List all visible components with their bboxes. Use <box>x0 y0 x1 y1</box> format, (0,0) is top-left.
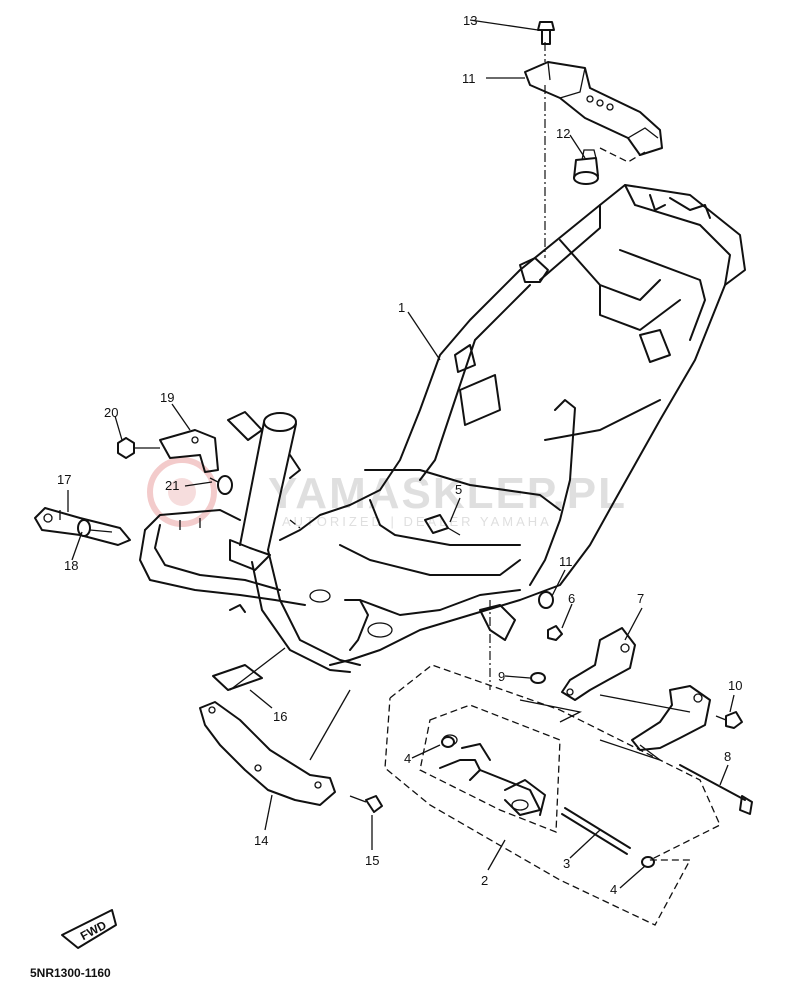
callout-4-upper: 4 <box>404 751 411 766</box>
callout-19: 18 <box>64 558 78 573</box>
callout-7: 7 <box>637 591 644 606</box>
callout-20: 19 <box>160 390 174 405</box>
callout-13: 12 <box>556 126 570 141</box>
nut-6-icon <box>547 625 563 641</box>
bolt-14-icon <box>537 21 555 45</box>
callout-15: 14 <box>254 833 268 848</box>
washer-9-icon <box>530 672 546 684</box>
bolt-5-icon <box>424 514 461 536</box>
washer-4-lower-icon <box>641 856 655 868</box>
main-frame-1 <box>279 184 746 666</box>
shaft-3-icon <box>561 807 631 855</box>
pad-17-icon <box>212 664 263 691</box>
watermark-title: YAMASKLEP.PL <box>268 469 627 518</box>
fwd-arrow-icon: FWD <box>61 909 117 949</box>
callout-3: 3 <box>563 856 570 871</box>
long-bolt-8-icon <box>679 764 753 815</box>
callout-21-upper: 20 <box>104 405 118 420</box>
callout-labels: 13 11 12 1 19 20 21 17 18 5 11 6 7 9 10 … <box>57 13 742 897</box>
bracket-20 <box>159 429 219 473</box>
guard-15 <box>199 701 336 806</box>
leader-lines <box>59 42 721 926</box>
callout-9: 9 <box>498 669 505 684</box>
callout-leaders <box>67 19 735 889</box>
bolt-19-icon <box>77 519 113 537</box>
callout-11: 11 <box>559 554 573 569</box>
damper-13-icon <box>573 149 599 185</box>
callout-12: 11 <box>462 71 476 86</box>
callout-6: 6 <box>568 591 575 606</box>
plate-7 <box>561 627 636 701</box>
callout-17: 16 <box>273 709 287 724</box>
watermark-subtitle: AUTORIZED | DEALER YAMAHA <box>282 514 552 529</box>
bolt-21-upper-icon <box>117 437 160 459</box>
bolt-21-lower-icon <box>209 475 233 495</box>
callout-2: 2 <box>481 873 488 888</box>
callout-16: 15 <box>365 853 379 868</box>
callout-10: 10 <box>728 678 742 693</box>
top-bracket-12 <box>524 61 663 156</box>
callout-4-lower: 4 <box>610 882 617 897</box>
washer-4-upper-icon <box>441 736 455 748</box>
bolt-10-icon <box>715 711 743 729</box>
right-bracket <box>599 685 711 751</box>
nut-11-icon <box>538 591 554 609</box>
callout-8: 8 <box>724 749 731 764</box>
front-steering-tube <box>139 411 369 673</box>
assembly-2 <box>439 734 546 816</box>
bolt-16-icon <box>349 795 383 813</box>
callout-1: 1 <box>398 300 405 315</box>
diagram-code: 5NR1300-1160 <box>30 966 111 980</box>
callout-14: 13 <box>463 13 477 28</box>
bracket-18 <box>34 507 131 546</box>
callout-21-lower: 21 <box>165 478 179 493</box>
callout-18: 17 <box>57 472 71 487</box>
callout-5: 5 <box>455 482 462 497</box>
